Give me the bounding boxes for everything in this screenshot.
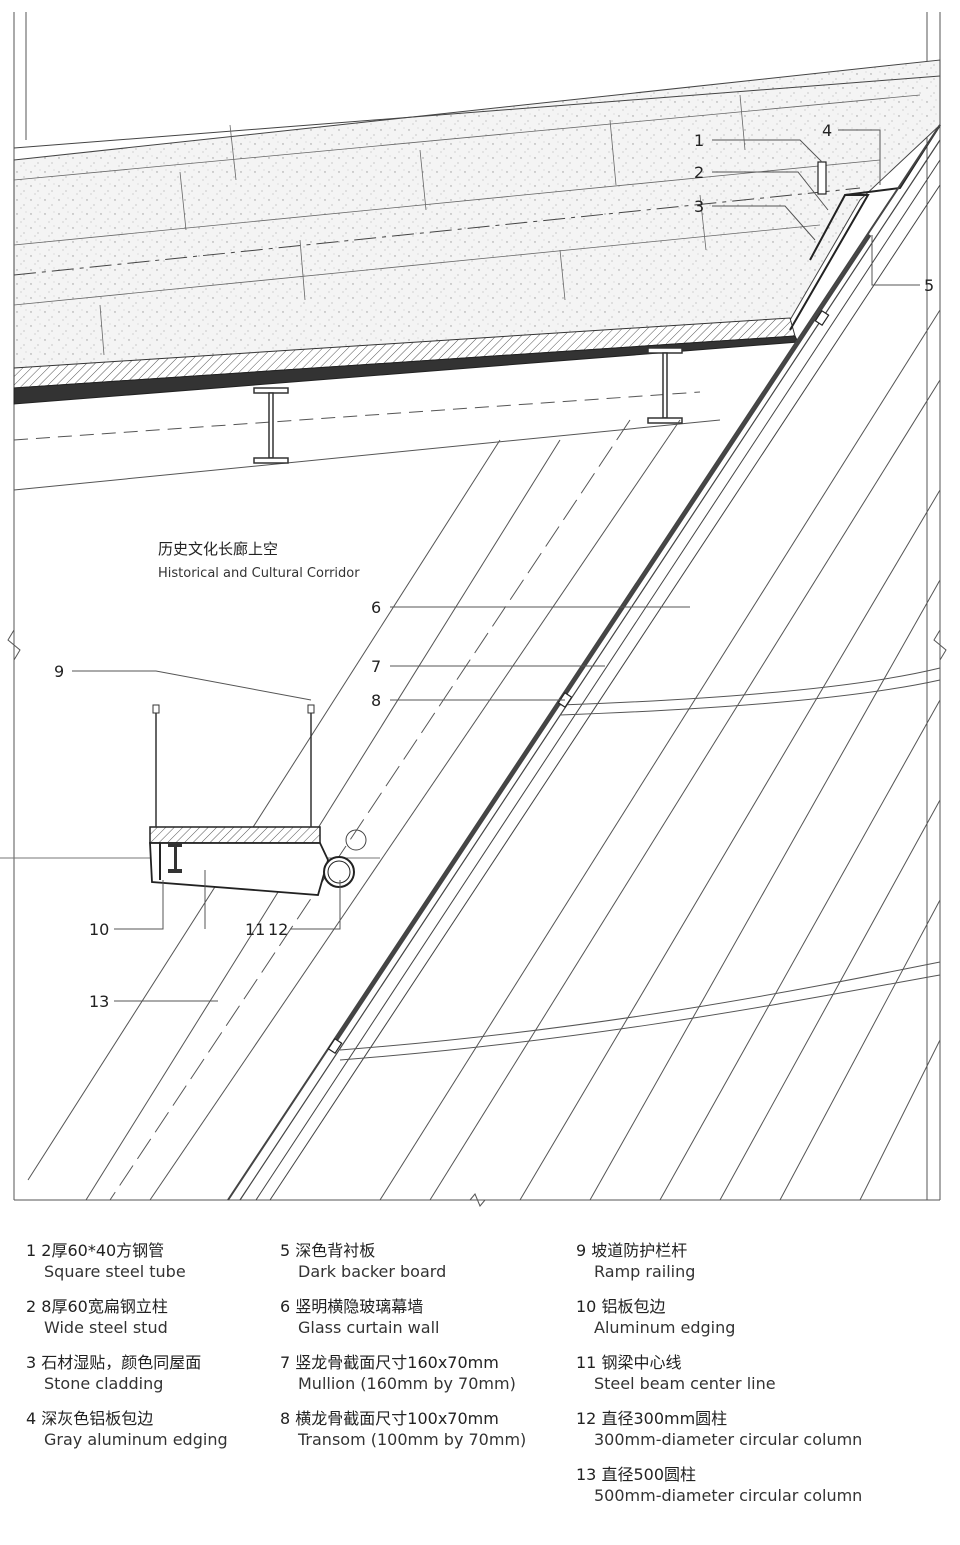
legend-en-text: Ramp railing: [594, 1262, 696, 1281]
callout-7: 7: [371, 657, 381, 676]
legend: 1 2厚60*40方钢管 Square steel tube 2 8厚60宽扁钢…: [0, 1240, 960, 1540]
legend-en-text: Mullion (160mm by 70mm): [298, 1374, 516, 1393]
callout-6: 6: [371, 598, 381, 617]
legend-num: 12: [576, 1409, 597, 1428]
legend-column-2: 5 深色背衬板 Dark backer board 6 竖明横隐玻璃幕墙 Gla…: [280, 1240, 526, 1464]
callout-10: 10: [89, 920, 109, 939]
legend-item: 1 2厚60*40方钢管 Square steel tube: [26, 1240, 228, 1282]
callout-5: 5: [924, 276, 934, 295]
legend-en-text: Wide steel stud: [44, 1318, 168, 1337]
legend-item: 5 深色背衬板 Dark backer board: [280, 1240, 526, 1282]
legend-item: 9 坡道防护栏杆 Ramp railing: [576, 1240, 862, 1282]
drawing-title-cn: 历史文化长廊上空: [158, 540, 278, 558]
legend-en-text: Gray aluminum edging: [44, 1430, 228, 1449]
legend-num: 13: [576, 1465, 597, 1484]
callout-9: 9: [54, 662, 64, 681]
legend-item: 8 横龙骨截面尺寸100x70mm Transom (100mm by 70mm…: [280, 1408, 526, 1450]
legend-num: 11: [576, 1353, 597, 1372]
legend-cn-text: 8厚60宽扁钢立柱: [41, 1297, 168, 1316]
legend-en-text: Dark backer board: [298, 1262, 447, 1281]
callout-11: 11: [245, 920, 265, 939]
callout-1: 1: [694, 131, 704, 150]
legend-column-1: 1 2厚60*40方钢管 Square steel tube 2 8厚60宽扁钢…: [26, 1240, 228, 1464]
steel-i-beam-left: [253, 387, 289, 464]
drawing-title-en: Historical and Cultural Corridor: [158, 566, 360, 581]
legend-column-3: 9 坡道防护栏杆 Ramp railing 10 铝板包边 Aluminum e…: [576, 1240, 862, 1520]
legend-cn-text: 深灰色铝板包边: [41, 1409, 154, 1428]
callout-8: 8: [371, 691, 381, 710]
legend-item: 11 钢梁中心线 Steel beam center line: [576, 1352, 862, 1394]
legend-en-text: Steel beam center line: [594, 1374, 776, 1393]
legend-en-text: Square steel tube: [44, 1262, 186, 1281]
legend-cn-text: 直径300mm圆柱: [601, 1409, 728, 1428]
legend-item: 4 深灰色铝板包边 Gray aluminum edging: [26, 1408, 228, 1450]
legend-item: 12 直径300mm圆柱 300mm-diameter circular col…: [576, 1408, 862, 1450]
legend-item: 10 铝板包边 Aluminum edging: [576, 1296, 862, 1338]
legend-cn-text: 直径500圆柱: [601, 1465, 696, 1484]
callout-2: 2: [694, 163, 704, 182]
callout-labels: 1 2 3 4 5 6 7 8 9 10 11 12 13: [54, 121, 934, 1011]
leader-lines: [72, 129, 920, 1002]
legend-num: 4: [26, 1409, 37, 1428]
glass-curtain-wall: [227, 124, 941, 1201]
column-outlines: [27, 309, 941, 1201]
legend-item: 3 石材湿贴，颜色同屋面 Stone cladding: [26, 1352, 228, 1394]
legend-en-text: 500mm-diameter circular column: [594, 1486, 863, 1505]
callout-13: 13: [89, 992, 109, 1011]
callout-12: 12: [268, 920, 288, 939]
legend-en-text: Stone cladding: [44, 1374, 164, 1393]
legend-item: 7 竖龙骨截面尺寸160x70mm Mullion (160mm by 70mm…: [280, 1352, 526, 1394]
legend-item: 2 8厚60宽扁钢立柱 Wide steel stud: [26, 1296, 228, 1338]
roof-layers: [13, 317, 799, 491]
legend-num: 1: [26, 1241, 37, 1260]
legend-cn-text: 坡道防护栏杆: [591, 1241, 688, 1260]
steel-i-beam-right: [647, 347, 683, 424]
legend-num: 10: [576, 1297, 597, 1316]
section-drawing: 历史文化长廊上空 Historical and Cultural Corrido…: [0, 12, 947, 1207]
legend-cn-text: 铝板包边: [601, 1297, 666, 1316]
legend-cn-text: 深色背衬板: [295, 1241, 376, 1260]
transom-marks: [327, 309, 830, 1055]
legend-item: 13 直径500圆柱 500mm-diameter circular colum…: [576, 1464, 862, 1506]
legend-cn-text: 2厚60*40方钢管: [41, 1241, 165, 1260]
legend-cn-text: 竖龙骨截面尺寸160x70mm: [295, 1353, 499, 1372]
legend-num: 6: [280, 1297, 291, 1316]
legend-cn-text: 横龙骨截面尺寸100x70mm: [295, 1409, 499, 1428]
callout-3: 3: [694, 197, 704, 216]
legend-item: 6 竖明横隐玻璃幕墙 Glass curtain wall: [280, 1296, 526, 1338]
legend-en-text: Aluminum edging: [594, 1318, 736, 1337]
legend-en-text: 300mm-diameter circular column: [594, 1430, 863, 1449]
legend-num: 7: [280, 1353, 291, 1372]
frame: [7, 12, 947, 1207]
legend-num: 5: [280, 1241, 291, 1260]
legend-num: 8: [280, 1409, 291, 1428]
legend-cn-text: 竖明横隐玻璃幕墙: [295, 1297, 424, 1316]
legend-num: 9: [576, 1241, 587, 1260]
callout-4: 4: [822, 121, 832, 140]
legend-num: 3: [26, 1353, 37, 1372]
legend-cn-text: 石材湿贴，颜色同屋面: [41, 1353, 202, 1372]
legend-en-text: Glass curtain wall: [298, 1318, 440, 1337]
legend-num: 2: [26, 1297, 37, 1316]
roof-stone-cladding: [13, 59, 941, 373]
legend-cn-text: 钢梁中心线: [601, 1353, 682, 1372]
ramp-section: [0, 704, 380, 896]
legend-en-text: Transom (100mm by 70mm): [298, 1430, 527, 1449]
